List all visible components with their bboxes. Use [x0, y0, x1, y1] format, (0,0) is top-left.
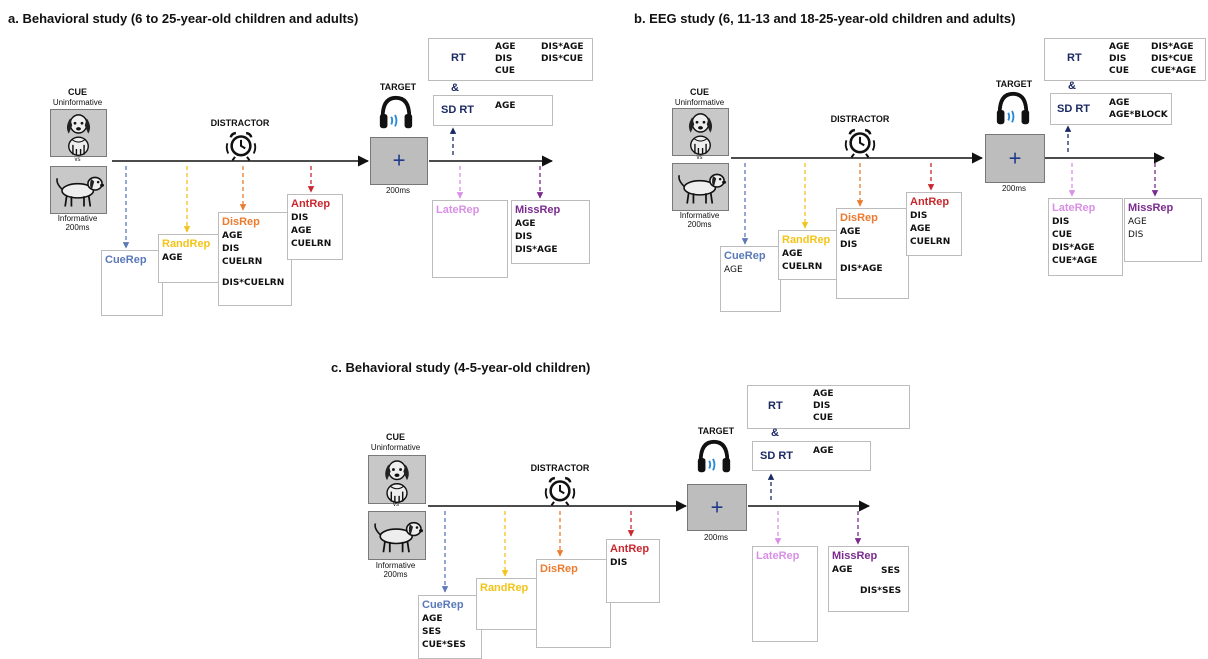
panel-b: b. EEG study (6, 11-13 and 18-25-year-ol… — [604, 0, 1208, 330]
disrep-box: DisRep — [536, 559, 611, 648]
cue-duration: 200ms — [65, 223, 90, 232]
randrep-box: RandRep AGE CUELRN — [778, 230, 840, 280]
alarm-clock-icon — [843, 125, 877, 159]
missrep-ses-label: SES — [881, 566, 901, 576]
sdrt-effects: AGE — [813, 446, 834, 456]
headphones-icon — [994, 90, 1032, 128]
alarm-clock-icon — [543, 473, 577, 507]
informative-cue-image — [672, 163, 729, 211]
alarm-clock-icon — [224, 128, 258, 162]
uninformative-cue-image — [50, 109, 107, 157]
cue-heading: CUE — [385, 432, 405, 442]
target-duration: 200ms — [1001, 184, 1026, 193]
antrep-box: AntRep DIS AGE CUELRN — [906, 192, 962, 256]
timeline-arrows — [428, 473, 871, 593]
headphones-icon — [695, 438, 733, 476]
cuerep-box: CueRep AGE SES CUE*SES — [418, 595, 482, 659]
dog-icon — [369, 512, 425, 559]
panel-title: a. Behavioral study (6 to 25-year-old ch… — [8, 11, 359, 26]
panel-a: a. Behavioral study (6 to 25-year-old ch… — [0, 0, 604, 330]
laterep-box: LateRep DIS CUE DIS*AGE CUE*AGE — [1048, 198, 1123, 276]
disrep-box: DisRep AGE DIS CUELRN DIS*CUELRN — [218, 212, 292, 306]
dog-icon — [369, 456, 425, 503]
dog-icon — [51, 167, 106, 213]
target-duration: 200ms — [703, 533, 728, 542]
distractor-label: DISTRACTOR — [530, 463, 590, 473]
uninformative-cue-image — [672, 108, 729, 156]
cue-uninformative-label: Uninformative — [52, 98, 103, 107]
informative-cue-image — [50, 166, 107, 214]
antrep-box: AntRep DIS AGE CUELRN — [287, 194, 343, 260]
target-stimulus: + — [687, 484, 747, 531]
panel-c: c. Behavioral study (4-5-year-old childr… — [0, 330, 1208, 659]
disrep-box: DisRep AGE DIS DIS*AGE — [836, 208, 909, 299]
sdrt-label: SD RT — [1057, 103, 1090, 115]
panel-title: c. Behavioral study (4-5-year-old childr… — [331, 360, 591, 375]
target-duration: 200ms — [385, 186, 410, 195]
missrep-box: MissRep AGE DIS DIS*AGE — [511, 200, 590, 264]
sdrt-box: SD RT AGE — [433, 95, 553, 126]
panel-title: b. EEG study (6, 11-13 and 18-25-year-ol… — [634, 11, 1016, 26]
dog-icon — [673, 109, 728, 155]
laterep-box: LateRep — [752, 546, 818, 642]
cue-heading: CUE — [689, 87, 709, 97]
cue-uninformative-label: Uninformative — [370, 443, 421, 452]
cue-vs-label: vs — [74, 157, 81, 163]
sdrt-box: SD RT AGE — [752, 441, 871, 471]
target-label: TARGET — [697, 426, 735, 436]
headphones-icon — [377, 94, 415, 132]
rt-label: RT — [768, 400, 783, 412]
cue-duration: 200ms — [687, 220, 712, 229]
cue-duration: 200ms — [383, 570, 408, 579]
distractor-label: DISTRACTOR — [830, 114, 890, 124]
timeline-arrows — [731, 125, 1166, 245]
cuerep-box: CueRep AGE — [720, 246, 781, 312]
timeline-arrows — [112, 127, 554, 249]
missrep-box: MissRep AGE DIS*SES SES — [828, 546, 909, 612]
randrep-box: RandRep AGE — [158, 234, 221, 283]
ampersand: & — [451, 82, 459, 94]
cue-heading: CUE — [67, 87, 87, 97]
cue-vs-label: vs — [696, 155, 703, 161]
target-label: TARGET — [995, 79, 1033, 89]
missrep-box: MissRep AGE DIS — [1124, 198, 1202, 262]
target-label: TARGET — [379, 82, 417, 92]
target-stimulus: + — [370, 137, 428, 185]
sdrt-effects: AGE — [495, 101, 516, 111]
laterep-box: LateRep — [432, 200, 508, 278]
cue-informative-label: Informative — [679, 211, 720, 220]
cue-informative-label: Informative — [57, 214, 98, 223]
rt-label: RT — [451, 52, 466, 64]
distractor-label: DISTRACTOR — [210, 118, 270, 128]
ampersand: & — [771, 427, 779, 439]
cue-informative-label: Informative — [375, 561, 416, 570]
cuerep-box: CueRep — [101, 250, 163, 316]
sdrt-label: SD RT — [441, 104, 474, 116]
dog-icon — [673, 164, 728, 210]
sdrt-label: SD RT — [760, 450, 793, 462]
dog-icon — [51, 110, 106, 156]
antrep-box: AntRep DIS — [606, 539, 660, 603]
informative-cue-image — [368, 511, 426, 560]
cue-vs-label: vs — [393, 502, 399, 508]
uninformative-cue-image — [368, 455, 426, 504]
target-stimulus: + — [985, 134, 1045, 183]
randrep-box: RandRep — [476, 578, 540, 630]
rt-label: RT — [1067, 52, 1082, 64]
cue-uninformative-label: Uninformative — [674, 98, 725, 107]
ampersand: & — [1068, 80, 1076, 92]
